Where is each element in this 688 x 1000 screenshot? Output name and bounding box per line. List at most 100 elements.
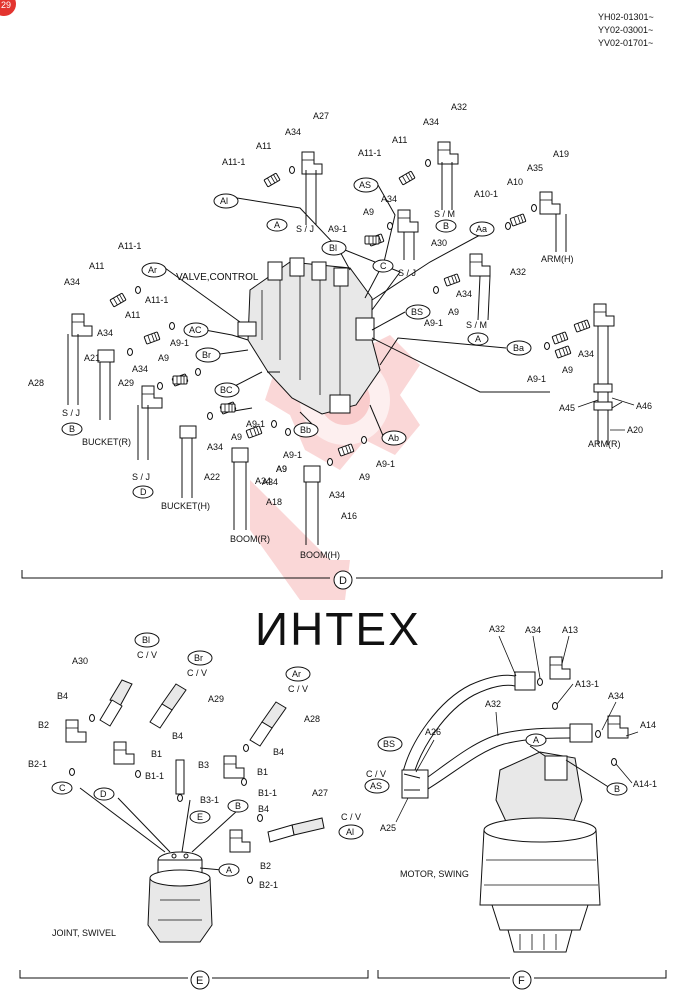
svg-text:A14-1: A14-1 xyxy=(633,779,657,789)
hose-A29-e xyxy=(149,683,187,729)
svg-text:A9-1: A9-1 xyxy=(170,338,189,348)
port-Aa: Aa xyxy=(469,221,495,237)
svg-text:Ba: Ba xyxy=(513,343,524,353)
svg-text:A34: A34 xyxy=(525,625,541,635)
fittings-f xyxy=(401,656,629,799)
letter-B-left: B xyxy=(61,422,83,436)
port-AS: AS xyxy=(353,177,379,193)
svg-text:C / V: C / V xyxy=(137,650,157,660)
svg-text:AS: AS xyxy=(370,781,382,791)
svg-text:A29: A29 xyxy=(208,694,224,704)
svg-text:A34: A34 xyxy=(132,364,148,374)
svg-text:A11-1: A11-1 xyxy=(145,295,168,305)
svg-text:F: F xyxy=(518,975,525,987)
port-Al-e: Al xyxy=(338,824,364,840)
letter-C: C xyxy=(372,259,394,273)
svg-text:D: D xyxy=(140,487,147,497)
svg-text:A11: A11 xyxy=(89,261,104,271)
svg-text:A28: A28 xyxy=(304,714,320,724)
svg-text:A34: A34 xyxy=(285,127,301,137)
svg-text:A9-1: A9-1 xyxy=(376,459,395,469)
svg-text:Bl: Bl xyxy=(329,243,337,253)
svg-text:B1: B1 xyxy=(257,767,268,777)
svg-text:Ar: Ar xyxy=(292,669,301,679)
letter-C-e: C xyxy=(51,781,73,795)
svg-text:A34: A34 xyxy=(255,476,271,486)
serial-2: YY02-03001~ xyxy=(598,25,653,35)
svg-text:A34: A34 xyxy=(381,194,397,204)
svg-text:A9-1: A9-1 xyxy=(424,318,443,328)
hose-A27-e xyxy=(267,817,325,843)
svg-text:B4: B4 xyxy=(172,731,183,741)
valve-control-label: VALVE,CONTROL xyxy=(176,272,259,283)
svg-text:C / V: C / V xyxy=(288,684,308,694)
svg-text:A: A xyxy=(475,334,481,344)
joint-swivel-label: JOINT, SWIVEL xyxy=(52,928,116,938)
svg-text:B4: B4 xyxy=(258,804,269,814)
svg-text:A34: A34 xyxy=(207,442,223,452)
port-BC: BC xyxy=(214,382,240,398)
part-labels-F: A32 A34 A13 A13-1 A32 A34 A14 A14-1 A26 … xyxy=(380,624,657,833)
section-e-bracket: E xyxy=(19,970,369,990)
svg-text:A19: A19 xyxy=(553,149,569,159)
part-labels-D: A11-1 A11 A34 A27 A11-1 A11 A34 A32 A35 … xyxy=(28,102,652,521)
svg-text:A9-1: A9-1 xyxy=(527,374,546,384)
letter-A-top: A xyxy=(266,218,288,232)
svg-text:A34: A34 xyxy=(64,277,80,287)
port-Al: Al xyxy=(213,193,239,209)
svg-text:A32: A32 xyxy=(451,102,467,112)
hose-A30-e xyxy=(99,679,133,727)
svg-text:A34: A34 xyxy=(578,349,594,359)
svg-text:B1: B1 xyxy=(151,749,162,759)
svg-text:B: B xyxy=(69,424,75,434)
svg-text:B1-1: B1-1 xyxy=(258,788,277,798)
svg-text:Al: Al xyxy=(220,196,228,206)
svg-text:A32: A32 xyxy=(510,267,526,277)
svg-text:S / J: S / J xyxy=(132,472,150,482)
svg-text:A9-1: A9-1 xyxy=(328,224,347,234)
motor-swing-label: MOTOR, SWING xyxy=(400,869,469,879)
section-f: MOTOR, SWING BS AS C / V A B xyxy=(364,624,667,990)
svg-text:Br: Br xyxy=(202,350,211,360)
hose-assembly-A28 xyxy=(67,286,141,405)
svg-text:D: D xyxy=(339,575,347,587)
hose-assembly-A19 xyxy=(505,191,567,252)
svg-text:ARM(H): ARM(H) xyxy=(541,254,574,264)
serial-numbers: YH02-01301~ YY02-03001~ YV02-01701~ xyxy=(598,12,654,48)
svg-text:A18: A18 xyxy=(266,497,282,507)
letter-A-mid: A xyxy=(467,332,489,346)
svg-text:A9: A9 xyxy=(363,207,374,217)
svg-text:E: E xyxy=(197,812,203,822)
svg-text:BUCKET(H): BUCKET(H) xyxy=(161,501,210,511)
port-BS: BS xyxy=(405,304,431,320)
svg-text:A11: A11 xyxy=(392,135,407,145)
control-valve xyxy=(237,257,381,415)
section-d-bracket: D xyxy=(21,570,663,590)
svg-text:C: C xyxy=(59,783,66,793)
svg-text:B2: B2 xyxy=(38,720,49,730)
svg-text:C: C xyxy=(380,261,387,271)
svg-text:A34: A34 xyxy=(608,691,624,701)
svg-text:A16: A16 xyxy=(341,511,357,521)
svg-text:S / M: S / M xyxy=(434,209,455,219)
svg-text:A11-1: A11-1 xyxy=(222,157,245,167)
serial-3: YV02-01701~ xyxy=(598,38,653,48)
cv-label-f: C / V xyxy=(366,769,386,779)
swivel-joint xyxy=(147,851,213,943)
port-Ar: Ar xyxy=(141,262,167,278)
port-AC: AC xyxy=(183,322,209,338)
port-AS-f: AS xyxy=(364,778,390,794)
watermark-text: ИНТЕХ xyxy=(255,603,421,655)
svg-text:BS: BS xyxy=(383,739,395,749)
svg-text:A: A xyxy=(226,865,232,875)
svg-text:A28: A28 xyxy=(28,378,44,388)
svg-text:Aa: Aa xyxy=(476,224,487,234)
svg-text:B: B xyxy=(443,221,449,231)
svg-text:E: E xyxy=(196,975,203,987)
svg-text:C / V: C / V xyxy=(341,812,361,822)
svg-text:B2-1: B2-1 xyxy=(259,880,278,890)
svg-text:A9-1: A9-1 xyxy=(283,450,302,460)
svg-text:Br: Br xyxy=(194,653,203,663)
fittings-A30 xyxy=(367,209,419,260)
